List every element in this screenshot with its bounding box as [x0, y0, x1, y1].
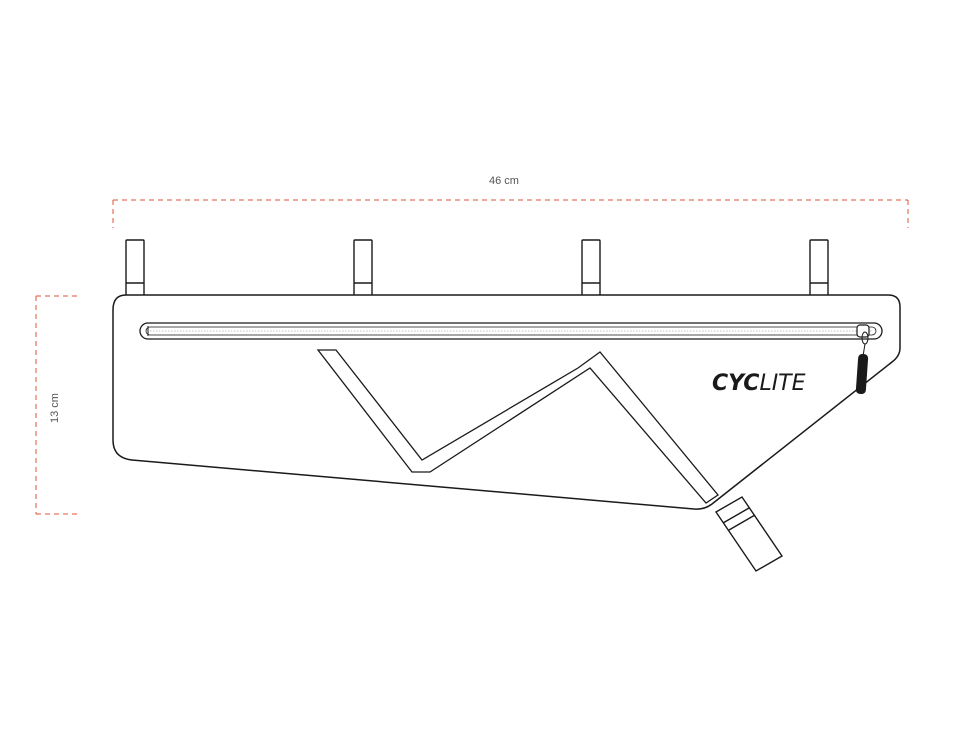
bag-body: [112, 294, 901, 510]
zipper-pull[interactable]: [855, 324, 870, 395]
height-dimension: 13 cm: [35, 295, 80, 515]
strap-2: [353, 239, 373, 297]
zipper-inner-track: [145, 326, 877, 336]
zipper-slider: [856, 324, 870, 338]
reflective-chevron: [316, 349, 719, 504]
zipper-cord: [862, 343, 866, 357]
strap-3: [581, 239, 601, 297]
width-dimension: 46 cm: [112, 175, 909, 228]
down-tube-strap: [714, 496, 784, 572]
strap-4: [809, 239, 829, 297]
brand-logo-bold: CYC: [712, 371, 759, 396]
width-dimension-label: 46 cm: [489, 175, 519, 187]
brand-logo: CYCLITE: [712, 371, 806, 396]
height-dimension-label: 13 cm: [49, 393, 61, 423]
brand-logo-light: LITE: [759, 371, 805, 396]
zipper-pull-tab: [855, 353, 869, 395]
strap-1: [125, 239, 145, 297]
zipper[interactable]: [139, 322, 883, 340]
top-straps: [125, 239, 829, 297]
